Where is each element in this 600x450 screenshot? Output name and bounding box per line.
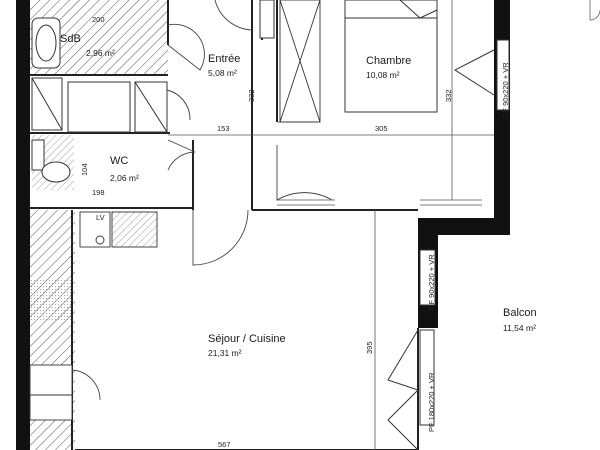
dimension-wc-width: 198	[92, 188, 105, 197]
dimension-entree-width: 153	[217, 124, 230, 133]
room-area-wc: 2,06 m²	[110, 173, 139, 183]
room-name-wc: WC	[110, 155, 128, 167]
window-label-sejour-large: PF 180x220 + VR	[427, 372, 436, 432]
wc-toilet	[31, 139, 71, 183]
dimension-wc-height: 104	[80, 163, 89, 176]
page-corner-mark	[589, 0, 600, 21]
bathroom-fixtures	[31, 17, 168, 133]
room-area-sdb: 2,96 m²	[86, 48, 115, 58]
washer-label: LV	[96, 213, 105, 222]
room-name-balcon: Balcon	[503, 307, 537, 319]
dimension-sejour-height: 395	[365, 341, 374, 354]
windows	[259, 0, 510, 450]
window-label-chambre: CF 90x220 + VR	[501, 62, 510, 118]
room-area-sejour: 21,31 m²	[208, 348, 242, 358]
dimension-chambre-width: 305	[375, 124, 388, 133]
dimension-sejour-width: 567	[218, 440, 231, 449]
room-area-entree: 5,08 m²	[208, 68, 237, 78]
room-area-balcon: 11,54 m²	[503, 323, 536, 333]
wardrobe	[279, 0, 321, 123]
room-name-entree: Entrée	[208, 53, 240, 65]
dimension-entree-height: 332	[247, 89, 256, 102]
dimension-chambre-height: 332	[444, 89, 453, 102]
room-name-chambre: Chambre	[366, 55, 411, 67]
chambre-bed	[344, 0, 438, 113]
window-label-sejour-small: CF 90x220 + VR	[427, 254, 436, 310]
hatched-zones	[30, 0, 168, 450]
doors	[71, 0, 333, 401]
thin-lines	[168, 0, 494, 450]
dimension-sdb-width: 200	[92, 15, 105, 24]
room-area-chambre: 10,08 m²	[366, 70, 400, 80]
room-name-sejour: Séjour / Cuisine	[208, 333, 286, 345]
room-name-sdb: SdB	[60, 33, 81, 45]
kitchen-fixtures	[29, 211, 158, 421]
